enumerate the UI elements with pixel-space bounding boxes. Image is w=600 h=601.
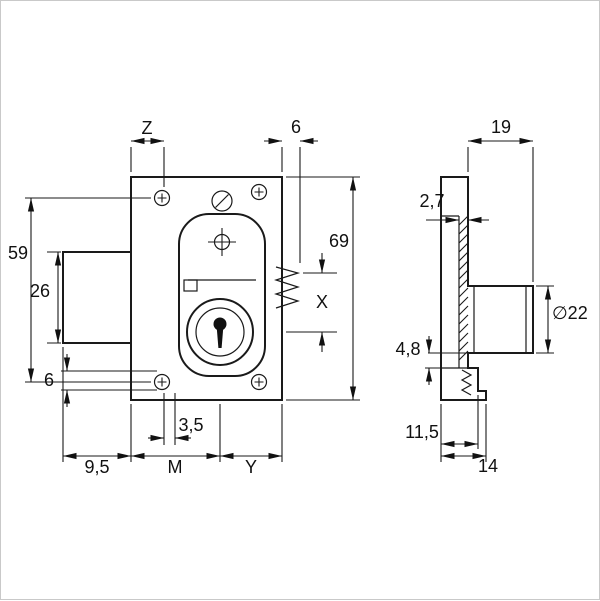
dim-label-59: 59 — [8, 243, 28, 263]
screw-hole-top-right — [250, 183, 268, 201]
dim-x: X — [286, 253, 337, 352]
dim-label-69: 69 — [329, 231, 349, 251]
dim-label-y: Y — [245, 457, 257, 477]
dim-label-26: 26 — [30, 281, 50, 301]
dim-69: 69 — [286, 176, 360, 401]
dim-label-9-5: 9,5 — [84, 457, 109, 477]
dim-bottom-chain: 9,5 M Y — [62, 347, 283, 477]
screw-hole-bottom-right — [250, 373, 268, 391]
screw-hole-bottom-left — [153, 373, 171, 391]
dim-19: 19 — [467, 117, 534, 282]
front-dimensions: Z 6 59 26 6 69 — [8, 117, 360, 477]
dim-label-x: X — [316, 292, 328, 312]
lock-bolt — [62, 251, 131, 344]
dim-lower-6: 6 — [44, 354, 157, 407]
keyhole — [213, 317, 227, 348]
dim-label-z: Z — [142, 118, 153, 138]
dim-label-top-6: 6 — [291, 117, 301, 137]
dim-label-4-8: 4,8 — [395, 339, 420, 359]
dim-2-7: 2,7 — [419, 191, 489, 224]
dim-3-5: 3,5 — [148, 393, 204, 445]
side-profile — [440, 176, 534, 401]
dim-label-dia-22: ∅22 — [552, 303, 588, 323]
latch-spring-zigzag — [274, 266, 301, 309]
cylinder-inner-circle — [195, 307, 245, 357]
dim-label-lower-6: 6 — [44, 370, 54, 390]
dim-label-2-7: 2,7 — [419, 191, 444, 211]
cylinder-rings — [473, 286, 527, 353]
dim-26: 26 — [30, 251, 62, 344]
cylinder-outer-circle — [186, 298, 254, 366]
dim-14: 14 — [441, 404, 498, 476]
bolt-notch — [183, 279, 198, 292]
dim-label-m: M — [168, 457, 183, 477]
dim-59: 59 — [8, 197, 151, 383]
dim-z: Z — [130, 118, 165, 187]
section-hatching — [458, 215, 469, 361]
center-mark — [208, 228, 236, 256]
dim-4-8: 4,8 — [395, 336, 467, 385]
side-dimensions: 19 2,7 ∅22 4,8 11,5 14 — [395, 117, 587, 476]
dim-label-19: 19 — [491, 117, 511, 137]
side-view — [440, 176, 534, 401]
front-view — [62, 176, 301, 401]
side-step-lines — [441, 215, 468, 369]
dim-label-14: 14 — [478, 456, 498, 476]
dim-11-5: 11,5 — [405, 395, 479, 462]
slotted-screw — [211, 190, 233, 212]
lock-plate — [130, 176, 283, 401]
dim-label-11-5: 11,5 — [405, 422, 439, 442]
screw-hole-top-left — [153, 189, 171, 207]
dim-dia-22: ∅22 — [536, 285, 588, 354]
dim-top-6: 6 — [264, 117, 318, 263]
case-outline — [178, 213, 266, 377]
dim-label-3-5: 3,5 — [178, 415, 203, 435]
clamp-teeth — [460, 369, 473, 396]
